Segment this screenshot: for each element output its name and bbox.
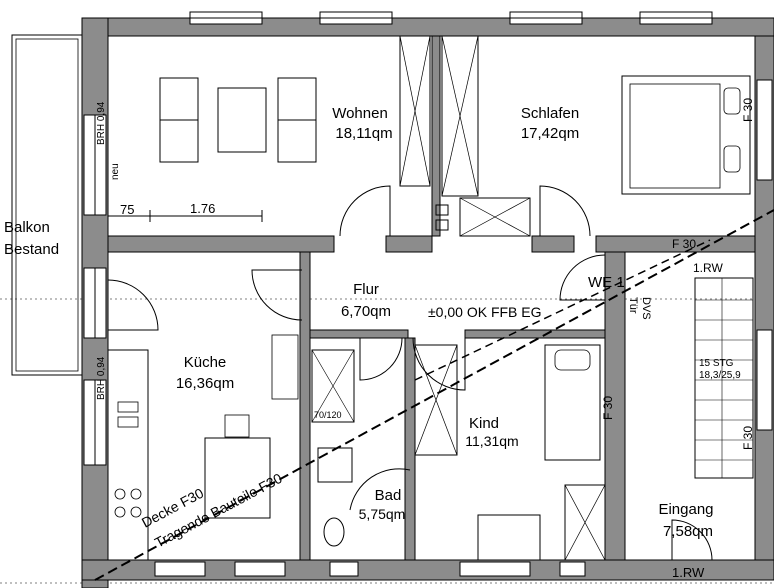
window-height-label-2: BRH 0,94 [96,356,107,400]
living-furniture [159,77,317,163]
room-name-bad: Bad [375,487,402,504]
dimension-line [108,210,263,237]
door-label-tuer: Tür [627,297,639,314]
fire-section-lines [94,209,774,581]
dim-176: 1.76 [190,201,215,216]
child-furniture [477,344,601,561]
windows-bottom [154,561,586,577]
dim-75: 75 [120,202,134,217]
fire-label-wall-right: F 30 [741,98,755,122]
interior-walls [107,35,756,561]
room-name-kueche: Küche [184,354,227,371]
room-name-eingang: Eingang [658,501,713,518]
room-name-kind: Kind [469,415,499,432]
room-area-schlafen: 17,42qm [521,125,579,142]
stair-dimension: 18,3/25,9 [699,370,741,381]
kitchen-furniture [107,334,299,561]
room-name-wohnen: Wohnen [332,105,388,122]
window-height-new: neu [110,163,121,180]
stair-label-rw-top: 1.RW [693,261,723,275]
unit-label: WE 1 [588,274,625,291]
room-name-schlafen: Schlafen [521,105,579,122]
staircase [694,277,754,479]
room-area-kind: 11,31qm [465,433,518,449]
windows-right [756,79,773,431]
closets [399,35,606,561]
fire-label-top: F 30 [672,237,696,251]
room-area-eingang: 7,58qm [663,523,713,540]
room-area-wohnen: 18,11qm [335,125,392,142]
windows-left [83,114,107,466]
windows-top [189,11,713,25]
floor-level-label: ±0,00 OK FFB EG [428,304,542,320]
shower-size: 70/120 [314,410,342,420]
room-area-flur: 6,70qm [341,303,391,320]
fire-label-wall-mid: F 30 [601,396,615,420]
window-height-label: BRH 0,94 [96,101,107,145]
bathroom-fixtures [311,349,355,547]
room-area-kueche: 16,36qm [176,375,234,392]
reference-lines [0,298,774,584]
stair-count: 15 STG [699,358,734,369]
balcony [11,34,83,376]
bed [621,75,751,195]
fire-label-wall-right-lower: F 30 [741,426,755,450]
balcony-label-1: Balkon [4,219,50,236]
door-label-dvs: DVS [640,297,652,320]
balcony-label-2: Bestand [4,241,59,258]
room-name-flur: Flur [353,281,379,298]
doors [107,185,713,561]
stair-label-rw-bottom: 1.RW [672,565,705,580]
room-area-bad: 5,75qm [359,506,406,522]
